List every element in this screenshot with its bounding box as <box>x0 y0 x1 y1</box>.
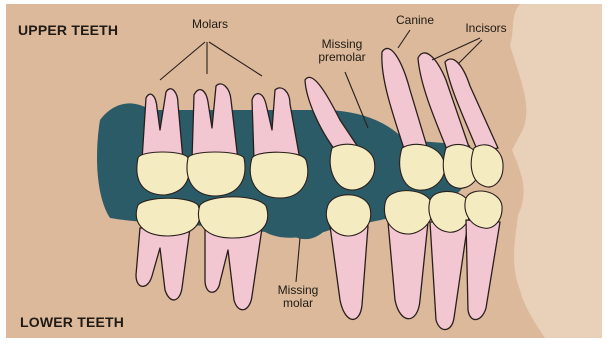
missing-molar-line1: Missing <box>266 284 330 297</box>
upper-teeth-label: UPPER TEETH <box>18 22 118 38</box>
canine-label: Canine <box>388 14 442 27</box>
missing-premolar-line1: Missing <box>306 38 378 51</box>
lower-teeth-label: LOWER TEETH <box>20 314 124 330</box>
missing-molar-line2: molar <box>266 297 330 310</box>
face-profile <box>510 4 602 338</box>
incisors-label: Incisors <box>456 22 516 35</box>
missing-premolar-label: Missing premolar <box>306 38 378 63</box>
molars-label: Molars <box>182 18 238 31</box>
missing-premolar-line2: premolar <box>306 51 378 64</box>
missing-molar-label: Missing molar <box>266 284 330 309</box>
